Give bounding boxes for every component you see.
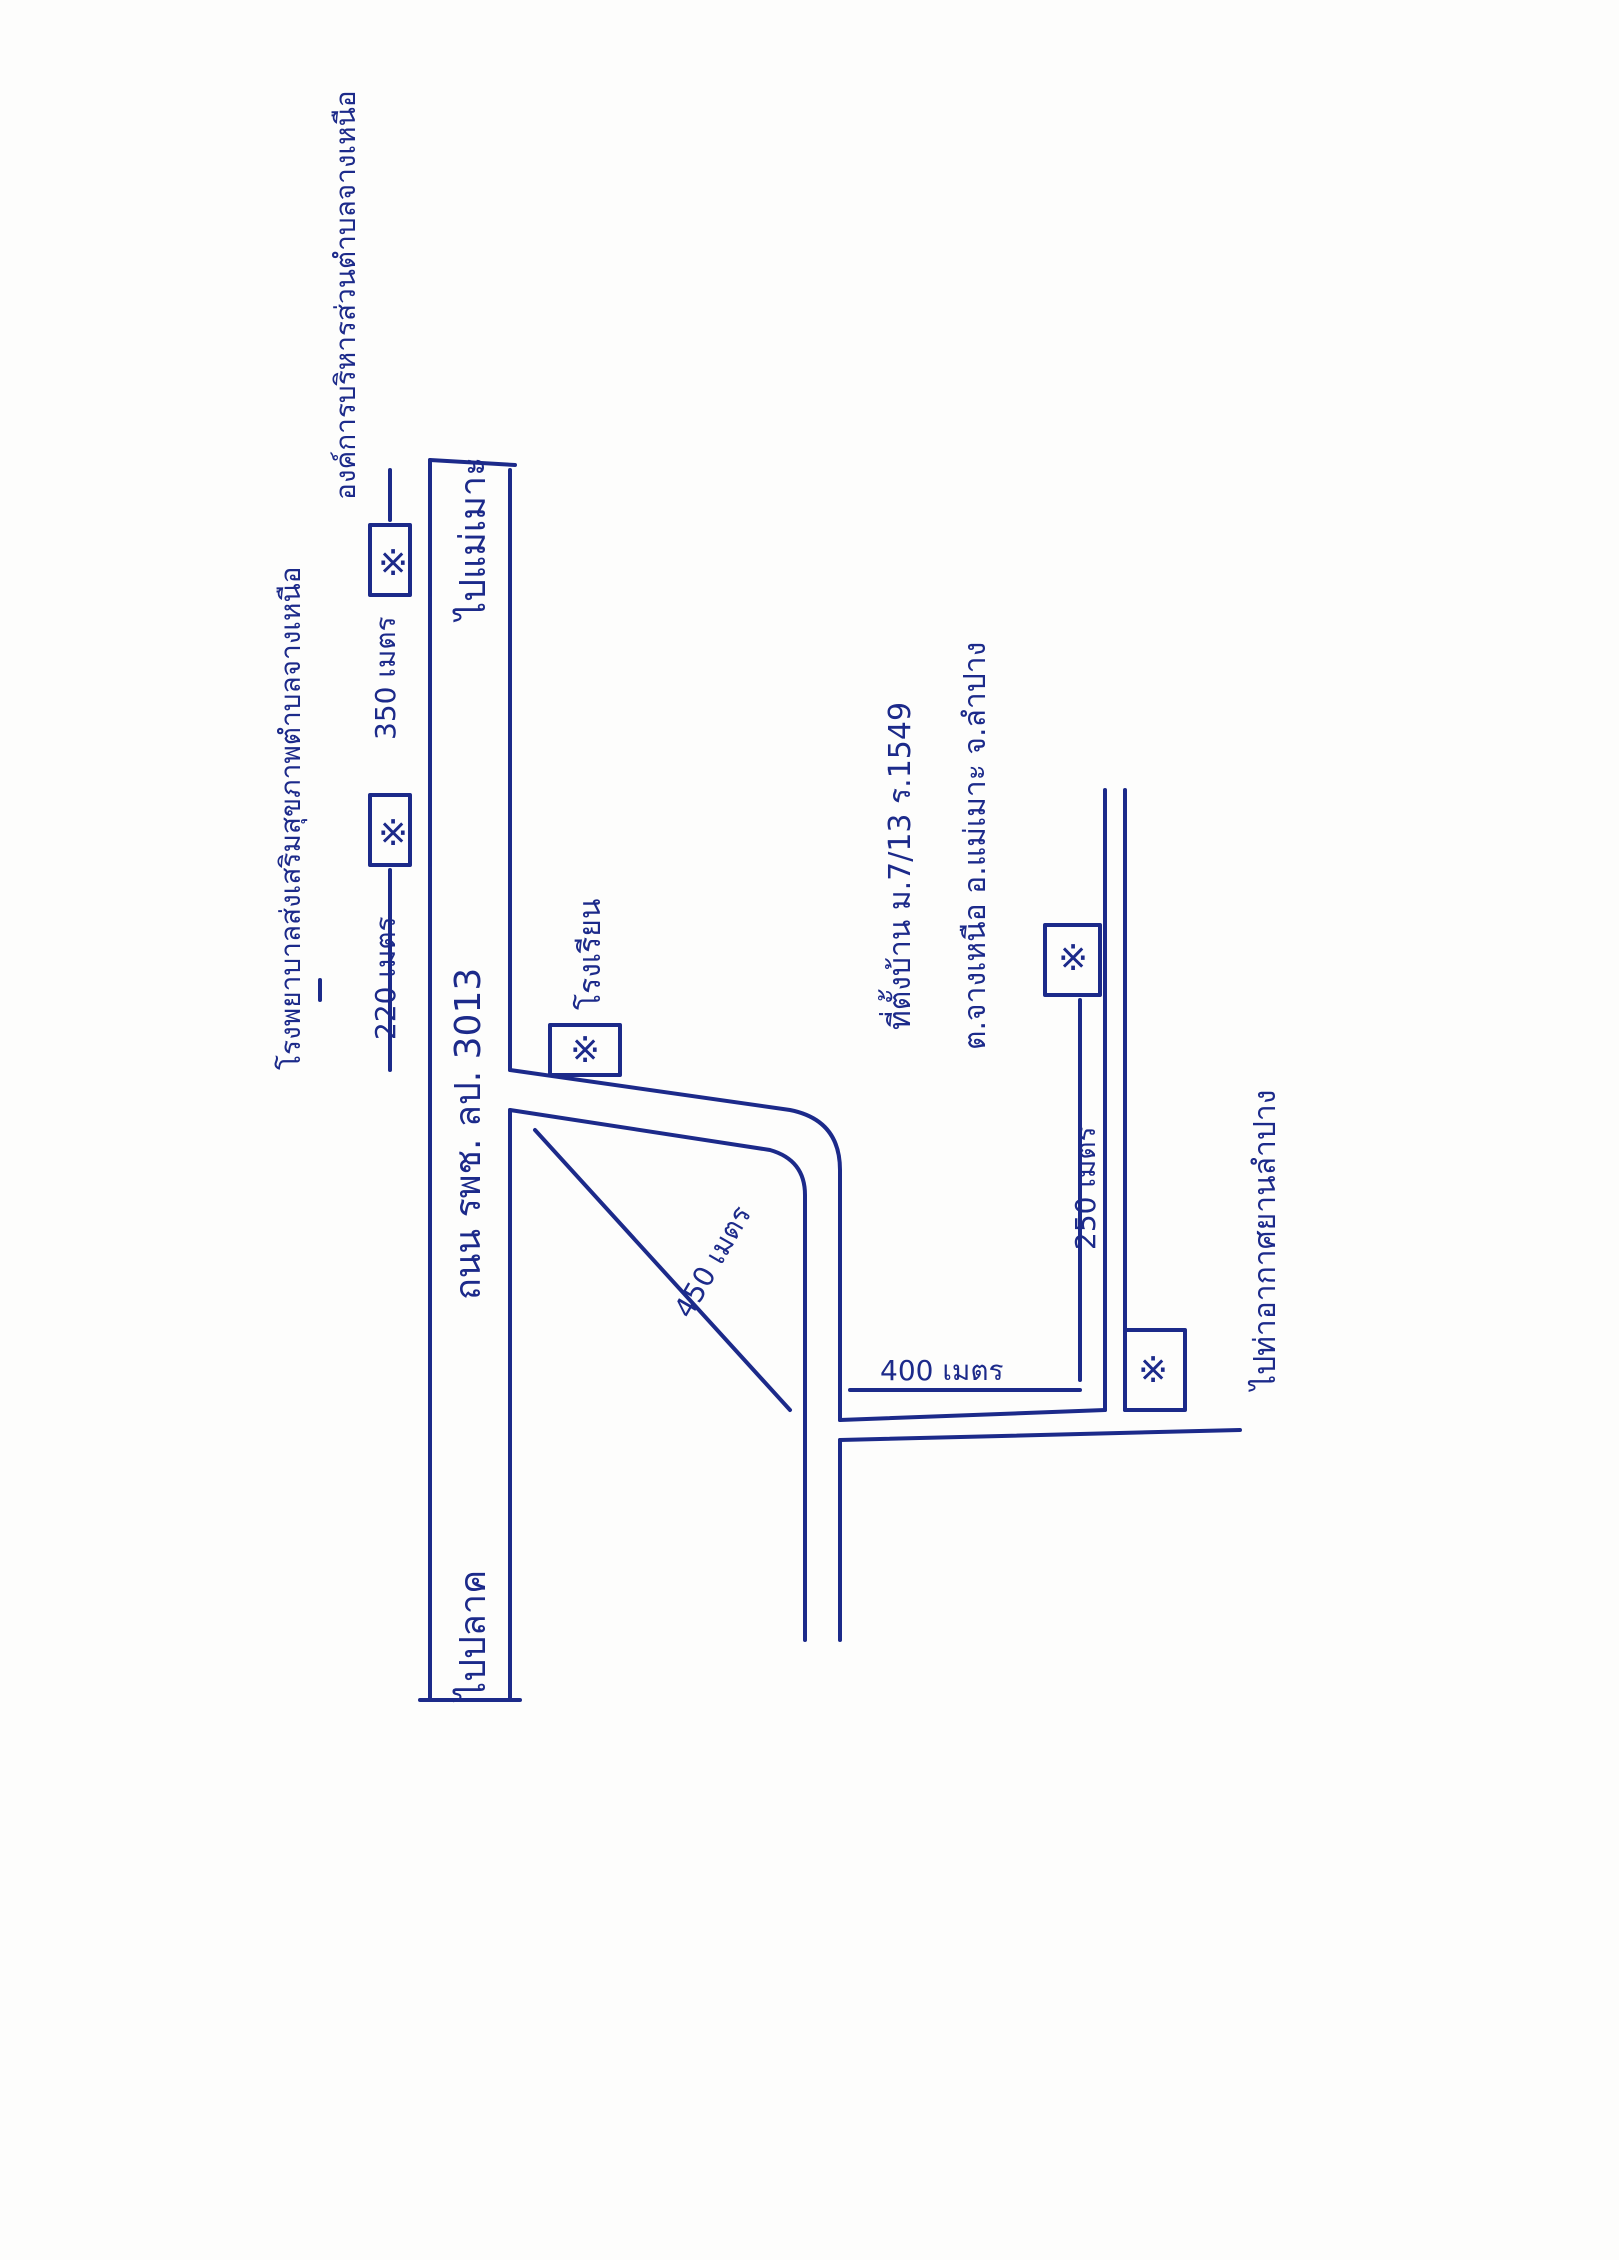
label-health-center: โรงพยาบาลส่งเสริมสุขภาพตำบลจางเหนือ <box>274 567 308 1070</box>
branch-road-lower-edge <box>508 1108 807 1642</box>
label-dist-400: 400 เมตร <box>880 1354 1004 1387</box>
label-dist-220: 220 เมตร <box>369 916 402 1040</box>
mark-home: ※ <box>1058 938 1088 979</box>
label-to-mae-moh: ไปแม่เมาะ <box>452 457 494 623</box>
label-to-pla-tha: ไปปลาค <box>452 1570 494 1703</box>
poi-box-airport <box>1123 1328 1187 1412</box>
label-dist-350: 350 เมตร <box>369 616 402 740</box>
side-road-south-edge <box>838 1428 1242 1442</box>
label-main-road: ถนน รพช. ลป. 3013 <box>448 968 489 1300</box>
label-to-airport: ไปท่าอากาศยานลำปาง <box>1247 1090 1283 1392</box>
label-dist-450: 450 เมตร <box>667 1200 757 1324</box>
label-school: โรงเรียน <box>572 899 608 1010</box>
mark-sao: ※ <box>378 543 408 584</box>
road-end-top <box>428 458 517 467</box>
address-line-2: ต.จางเหนือ อ.แม่เมาะ จ.ลำปาง <box>958 642 993 1050</box>
address-line-1: ที่ตั้งบ้าน ม.7/13 ร.1549 <box>878 702 918 1030</box>
side-road-north-edge <box>838 1408 1107 1422</box>
poi-box-sao <box>368 523 412 597</box>
label-sub-district-office: องค์การบริหารส่วนตำบลจางเหนือ <box>329 90 362 500</box>
poi-box-school <box>548 1023 622 1077</box>
mark-school: ※ <box>570 1030 600 1071</box>
arrow-450 <box>533 1128 792 1412</box>
mark-health-center: ※ <box>378 813 408 854</box>
mark-airport: ※ <box>1138 1350 1168 1391</box>
poi-box-health-center <box>368 793 412 867</box>
poi-box-home <box>1043 923 1102 997</box>
branch-road-upper-edge <box>508 1068 842 1422</box>
label-dist-250: 250 เมตร <box>1069 1126 1102 1250</box>
